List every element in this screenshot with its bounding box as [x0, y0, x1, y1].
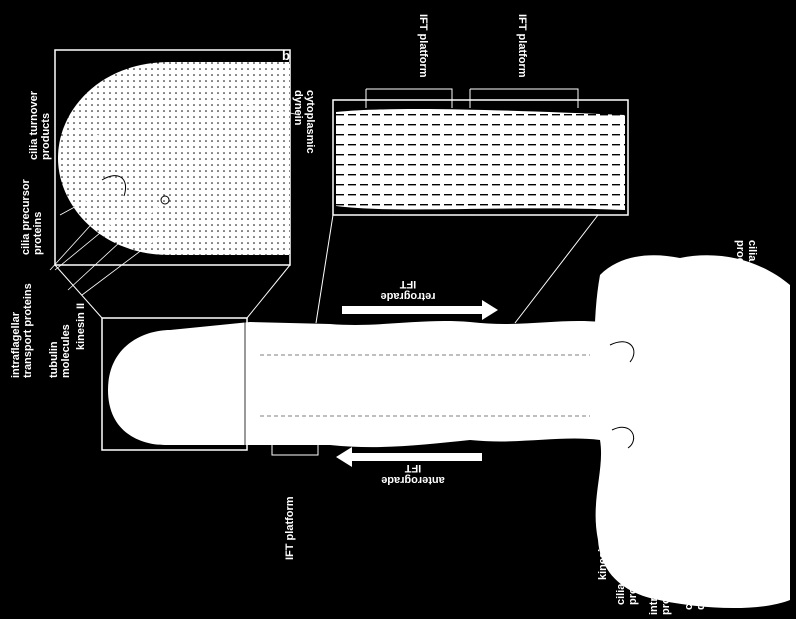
tip-magnified [58, 62, 290, 255]
ift-bracket-bottom [271, 436, 319, 456]
cytoplasmic-dynein-label-bottom: cytoplasmic dynein [683, 546, 707, 610]
ift-platform-label-top-1: IFT platform [417, 14, 429, 78]
retrograde-label: retrograde IFT [380, 278, 436, 302]
tip-box [101, 317, 248, 451]
cilia-precursor-label-bottom: cilia precursor proteins [615, 529, 639, 605]
tubulin-molecules-label: tubulin molecules [48, 324, 72, 378]
intraflagellar-label-bottom: intraflagellar transport proteins [648, 497, 672, 615]
ift-platform-label-top-2: IFT platform [516, 14, 528, 78]
anterograde-arrow [336, 447, 482, 467]
basal-body-label: basal body [722, 542, 734, 600]
ift-bracket-top-1 [365, 88, 453, 108]
kinesin-label-bottom: kinesin II [597, 532, 609, 580]
cell-body [594, 255, 790, 609]
intraflagellar-label-top: intraflagellar transport proteins [10, 283, 34, 378]
kinesin-label-top: kinesin II [75, 302, 87, 350]
cilium-shaft [108, 321, 600, 448]
cytoplasmic-dynein-label-top: cytoplasmic dynein [292, 90, 316, 154]
ift-bracket-top-2 [469, 88, 579, 108]
retrograde-arrow [342, 300, 498, 320]
cilia-precursor-label-top: cilia precursor proteins [20, 179, 44, 255]
anterograde-label: anterograde IFT [381, 462, 445, 486]
ift-platform-label-bottom: IFT platform [284, 496, 296, 560]
cilia-turnover-label-right: cilia turnover products [734, 240, 758, 310]
panel-letter-b: b [282, 48, 290, 63]
cilia-turnover-label-top: cilia turnover products [28, 90, 52, 160]
panel-letter-c: c [612, 101, 619, 116]
